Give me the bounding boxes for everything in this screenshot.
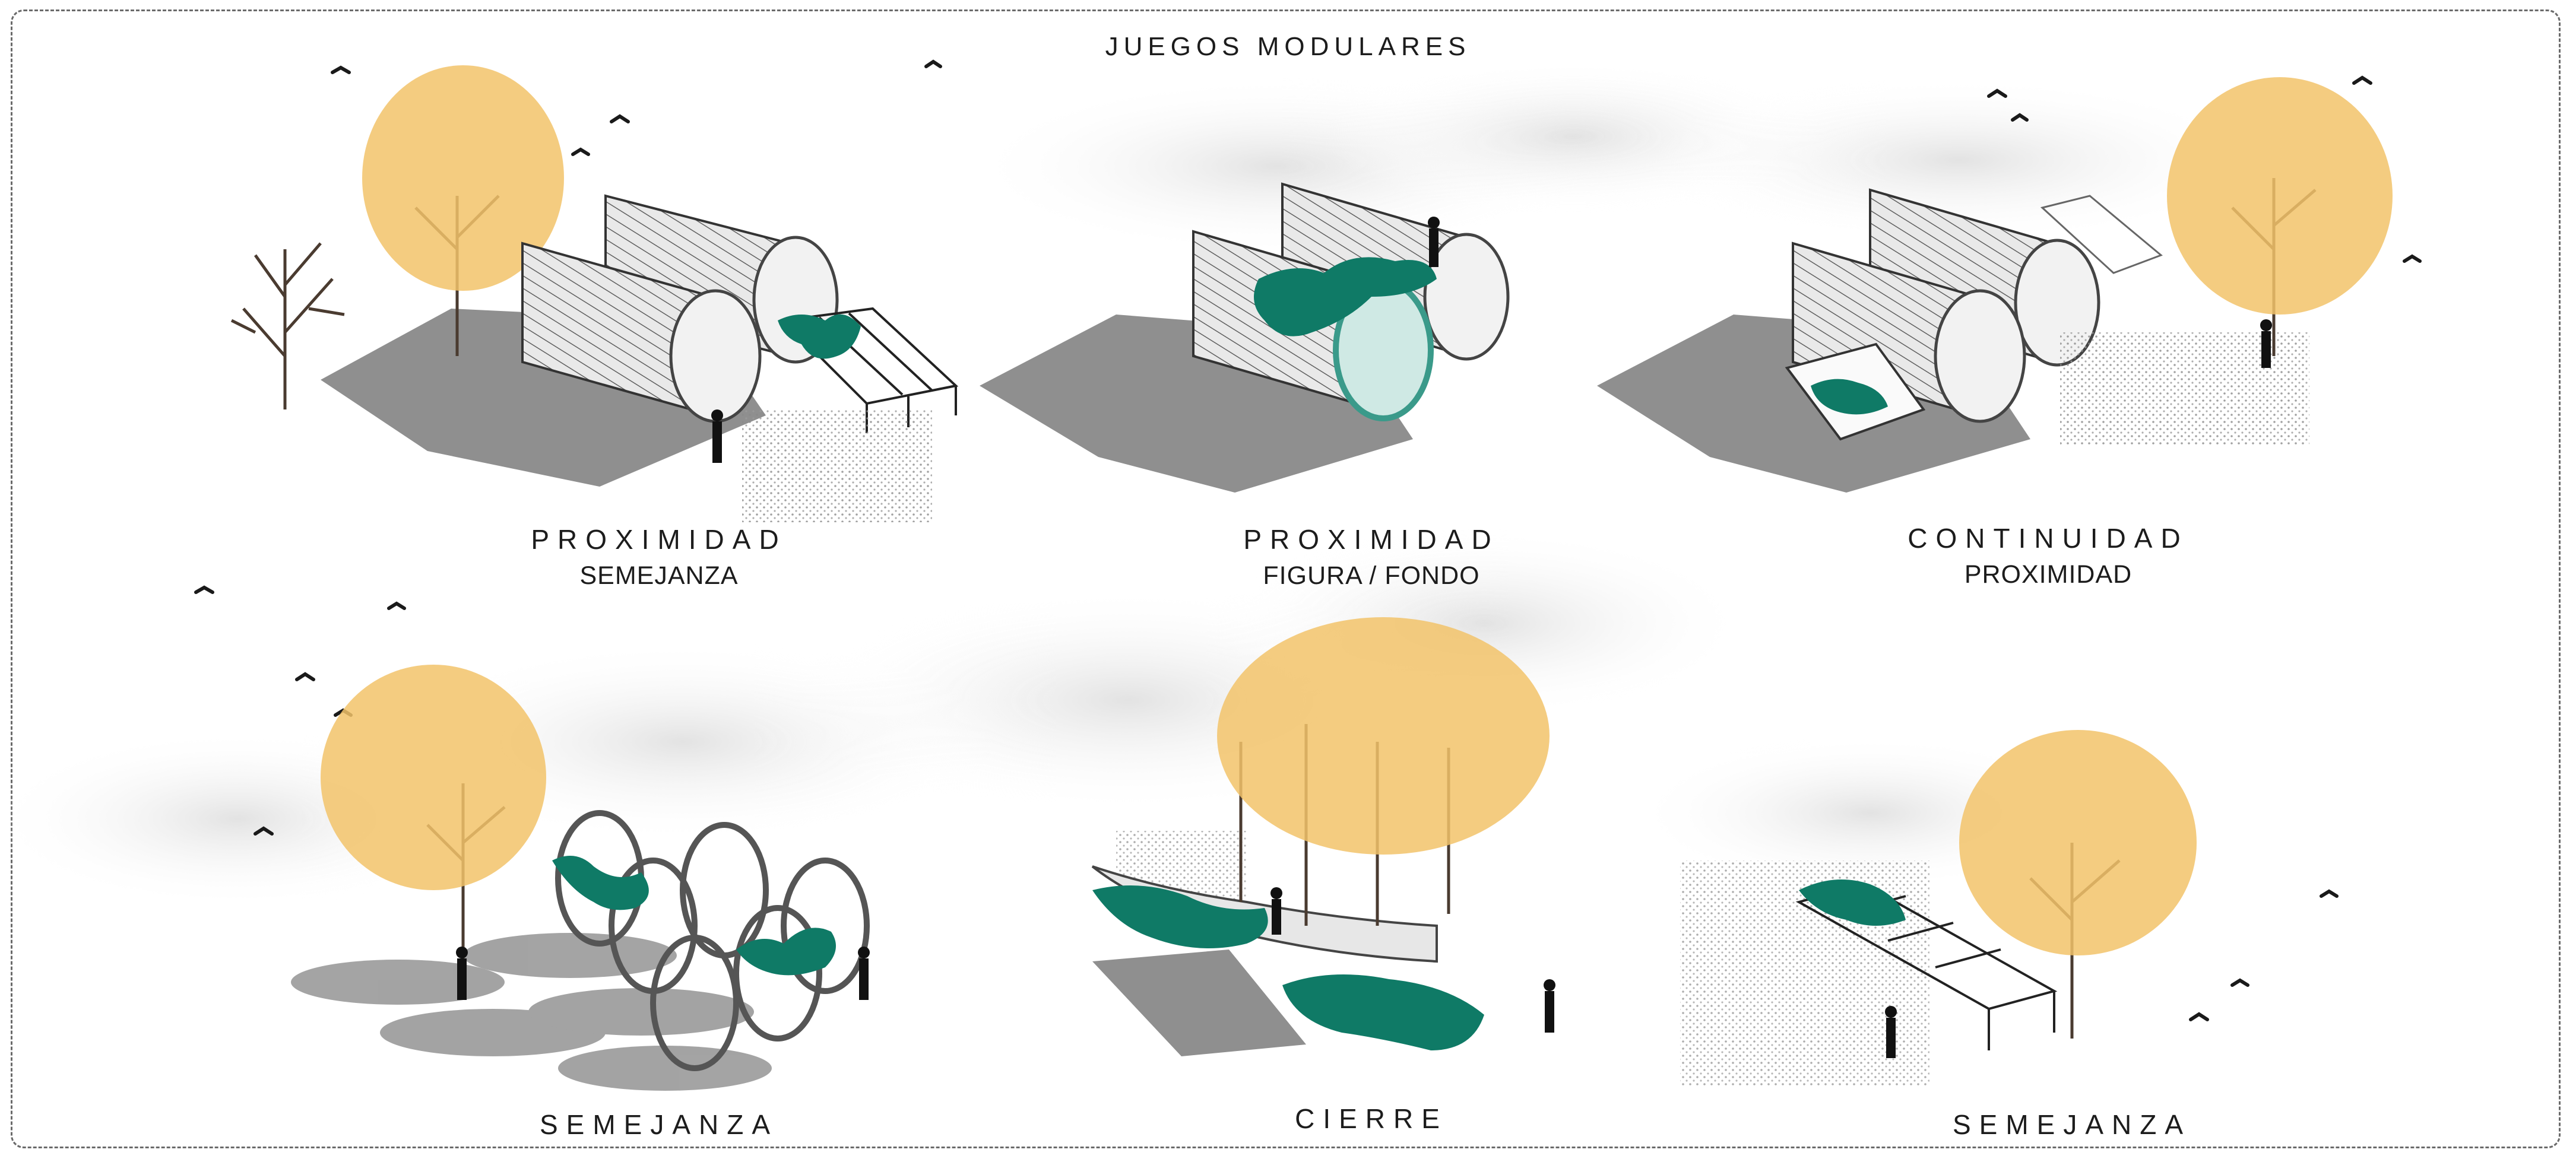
panel-5-illustration xyxy=(1091,617,1555,1056)
panel-3-label: CONTINUIDAD xyxy=(1908,523,2189,554)
panel-3-illustration xyxy=(1597,77,2393,493)
panel-6-illustration xyxy=(1680,730,2197,1086)
panel-1-illustration xyxy=(230,65,959,522)
panel-2-sublabel: FIGURA / FONDO xyxy=(1263,561,1480,590)
panel-2-illustration xyxy=(980,182,1510,493)
panel-4-illustration xyxy=(291,665,870,1091)
dashed-frame xyxy=(11,9,2561,1148)
page-title: JUEGOS MODULARES xyxy=(1105,32,1471,61)
panel-3-sublabel: PROXIMIDAD xyxy=(1964,560,2133,589)
panel-5-label: CIERRE xyxy=(1295,1103,1448,1134)
panel-6-label: SEMEJANZA xyxy=(1952,1109,2192,1140)
panel-1-label: PROXIMIDAD xyxy=(531,524,787,555)
panel-2-label: PROXIMIDAD xyxy=(1243,524,1500,555)
panel-1-sublabel: SEMEJANZA xyxy=(579,561,739,590)
panel-4-label: SEMEJANZA xyxy=(539,1109,779,1140)
